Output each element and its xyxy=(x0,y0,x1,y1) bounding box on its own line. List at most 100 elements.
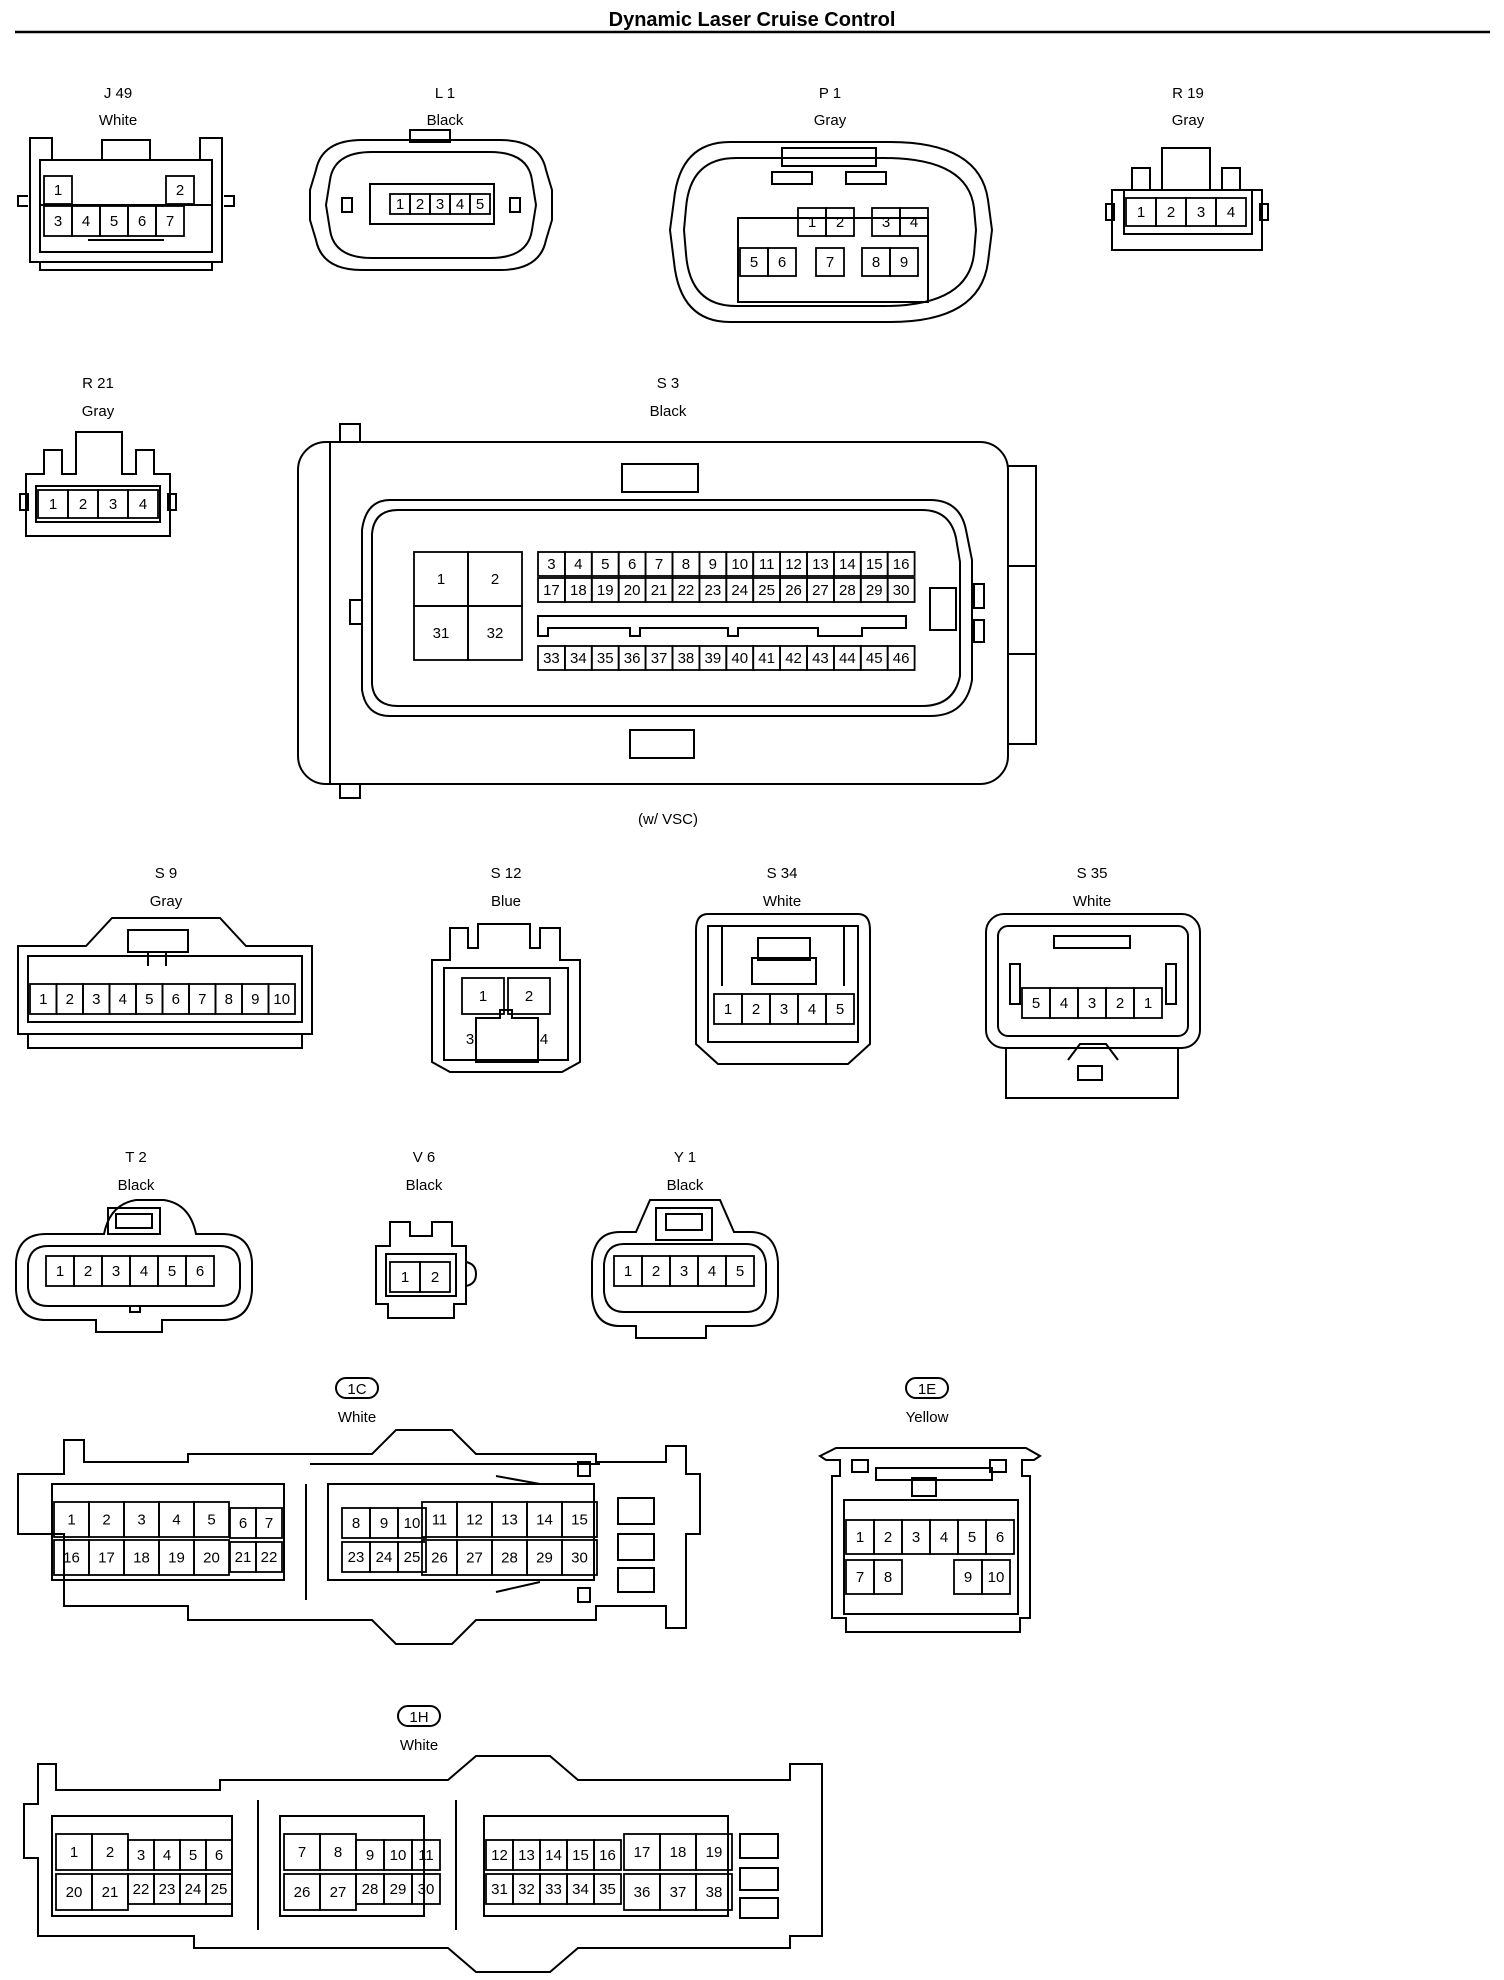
pin-cell: 15 xyxy=(859,551,889,577)
connector-t2-shell xyxy=(15,1199,253,1333)
connector-r21-id: R 21 xyxy=(82,375,114,392)
pin-number: 5 xyxy=(110,213,118,230)
connector-s34-shell xyxy=(695,913,871,1065)
pin-cell: 9 xyxy=(241,983,270,1015)
pin-number: 6 xyxy=(172,991,180,1008)
pin-cell: 4 xyxy=(127,489,159,519)
pin-number: 2 xyxy=(1116,995,1124,1012)
pin-number: 1 xyxy=(39,991,47,1008)
pin-number: 2 xyxy=(1167,204,1175,221)
pin-box xyxy=(593,1839,622,1871)
pin-cell: 2 xyxy=(67,489,99,519)
pin-box xyxy=(411,1839,441,1871)
pin-cell: 1 xyxy=(53,1501,90,1538)
pin-number: 2 xyxy=(416,196,424,213)
pin-cell: 1 xyxy=(461,977,505,1015)
pin-cell: 13 xyxy=(512,1839,541,1871)
pin-cell: 11 xyxy=(421,1501,458,1538)
pin-number: 32 xyxy=(487,625,504,642)
pin-cell: 16 xyxy=(886,551,916,577)
pin-cell: 1 xyxy=(845,1519,875,1555)
pin-number: 5 xyxy=(145,991,153,1008)
connector-r21-color: Gray xyxy=(82,403,115,420)
pin-number: 16 xyxy=(599,1847,616,1864)
pin-cell: 32 xyxy=(467,605,523,661)
pin-cell: 4 xyxy=(1215,197,1247,227)
pin-number: 25 xyxy=(211,1881,228,1898)
pin-cell: 27 xyxy=(319,1873,357,1911)
pin-cell: 9 xyxy=(698,551,728,577)
pin-number: 4 xyxy=(708,1263,716,1280)
pin-box xyxy=(507,977,551,1015)
pin-cell: 6 xyxy=(161,983,190,1015)
pin-number: 26 xyxy=(431,1550,448,1567)
connector-s12-id: S 12 xyxy=(491,865,522,882)
pin-number: 26 xyxy=(785,582,802,599)
pin-cell: 35 xyxy=(590,645,620,671)
pin-number: 3 xyxy=(466,1031,474,1048)
pin-cell: 3 xyxy=(1077,987,1107,1019)
pin-number: 21 xyxy=(102,1884,119,1901)
pin-number: 3 xyxy=(436,196,444,213)
connector-1h-color: White xyxy=(400,1737,438,1754)
pin-cell: 21 xyxy=(229,1541,257,1573)
pin-cell: 9 xyxy=(369,1507,399,1539)
pin-cell: 36 xyxy=(617,645,647,671)
pin-number: 13 xyxy=(812,556,829,573)
pin-cell: 2 xyxy=(507,977,551,1015)
pin-cell: 2 xyxy=(1105,987,1135,1019)
connector-l1-shell xyxy=(309,129,553,271)
pin-number: 2 xyxy=(176,182,184,199)
pin-number: 22 xyxy=(261,1549,278,1566)
pin-cell: 5 xyxy=(179,1839,207,1871)
pin-number: 1 xyxy=(437,571,445,588)
connector-1h-id: 1H xyxy=(409,1709,428,1726)
connector-s12-color: Blue xyxy=(491,893,521,910)
pin-cell: 1 xyxy=(37,489,69,519)
pin-box xyxy=(461,977,505,1015)
pin-box xyxy=(886,577,916,603)
pin-number: 2 xyxy=(106,1844,114,1861)
pin-cell: 1 xyxy=(55,1833,93,1871)
pin-number: 24 xyxy=(185,1881,202,1898)
pin-cell: 4 xyxy=(449,193,471,215)
pin-number: 37 xyxy=(670,1884,687,1901)
pin-cell: 5 xyxy=(725,1255,755,1287)
pin-cell: 6 xyxy=(767,247,797,277)
connector-v6-id: V 6 xyxy=(413,1149,436,1166)
pin-cell: 16 xyxy=(53,1539,90,1576)
pin-number: 42 xyxy=(785,650,802,667)
pin-number: 2 xyxy=(525,988,533,1005)
pin-number: 8 xyxy=(872,254,880,271)
pin-cell: 11 xyxy=(752,551,782,577)
pin-number: 36 xyxy=(634,1884,651,1901)
pin-box xyxy=(165,175,195,205)
pin-cell: 38 xyxy=(695,1873,733,1911)
pin-number: 17 xyxy=(98,1550,115,1567)
pin-number: 3 xyxy=(1197,204,1205,221)
pin-cell: 25 xyxy=(752,577,782,603)
pin-cell: 45 xyxy=(859,645,889,671)
pin-cell: 29 xyxy=(383,1873,413,1905)
connector-r19-shell xyxy=(1105,147,1269,251)
pin-cell: 14 xyxy=(539,1839,568,1871)
pin-number: 3 xyxy=(1088,995,1096,1012)
pin-box xyxy=(561,1539,598,1576)
pin-cell: 18 xyxy=(564,577,593,603)
pin-number: 7 xyxy=(655,556,663,573)
pin-cell: 4 xyxy=(929,1519,959,1555)
pin-cell: 13 xyxy=(491,1501,528,1538)
pin-number: 5 xyxy=(836,1001,844,1018)
pin-number: 6 xyxy=(996,1529,1004,1546)
pin-box xyxy=(397,1507,427,1539)
pin-number: 3 xyxy=(109,496,117,513)
pin-cell: 3 xyxy=(101,1255,131,1287)
badge-1c-outline xyxy=(335,1377,379,1399)
pin-cell: 40 xyxy=(725,645,755,671)
pin-number: 4 xyxy=(163,1847,171,1864)
pin-number: 5 xyxy=(750,254,758,271)
pin-box xyxy=(889,247,919,277)
